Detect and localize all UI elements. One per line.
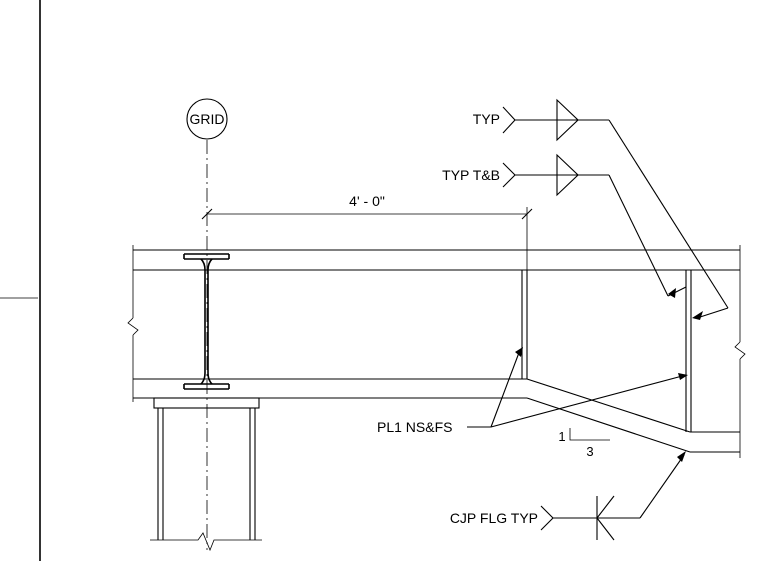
plate-label: PL1 NS&FS: [377, 419, 452, 435]
plate-arrowhead-end: [678, 373, 688, 380]
slope-run-label: 3: [586, 444, 593, 459]
column-cap-plate: [153, 397, 260, 409]
weld-typ-tb-leader: [608, 174, 669, 297]
support-column-break: [150, 532, 262, 552]
weld-typ-fillet-symbol-top: [556, 98, 580, 121]
right-break-symbol: [734, 341, 746, 360]
column-i-section: [183, 253, 230, 390]
weld-typ-leader-end: [696, 307, 729, 319]
left-break-symbol: [127, 317, 139, 336]
cjp-tail: [540, 505, 554, 531]
weld-typ-fillet-symbol-bottom: [556, 119, 580, 142]
dimension-tick-left: [201, 208, 213, 220]
slope-rise-label: 1: [558, 429, 565, 444]
weld-typ-tb-fillet-symbol-top: [556, 153, 580, 176]
weld-typ-tail: [502, 106, 516, 134]
cjp-arrowhead: [677, 451, 686, 462]
grid-label: GRID: [190, 111, 225, 127]
haunch-flange-outer: [526, 397, 691, 453]
weld-typ-leader: [608, 119, 729, 309]
cjp-leader: [639, 454, 685, 519]
weld-typ-arrowhead: [692, 311, 703, 320]
plate-leader-to-stiffener: [490, 349, 521, 428]
cjp-bevel-symbol-bottom: [596, 517, 615, 541]
weld-typ-tb-label: TYP T&B: [442, 167, 500, 183]
weld-typ-tb-arrowhead: [668, 288, 676, 298]
cjp-bevel-symbol-top: [596, 495, 615, 519]
cjp-label: CJP FLG TYP: [450, 510, 538, 526]
plate-leader-to-end-stiffener: [490, 374, 687, 428]
haunch-flange-inner: [526, 378, 691, 433]
dimension-label: 4' - 0": [349, 193, 385, 209]
weld-typ-label: TYP: [473, 111, 500, 127]
slope-triangle: [569, 428, 610, 441]
weld-typ-tb-tail: [502, 162, 516, 188]
plate-arrowhead-stiffener: [515, 347, 523, 357]
weld-typ-tb-leader-end: [667, 286, 687, 297]
grid-bubble: [186, 98, 228, 140]
weld-typ-tb-fillet-symbol-bottom: [556, 174, 580, 197]
